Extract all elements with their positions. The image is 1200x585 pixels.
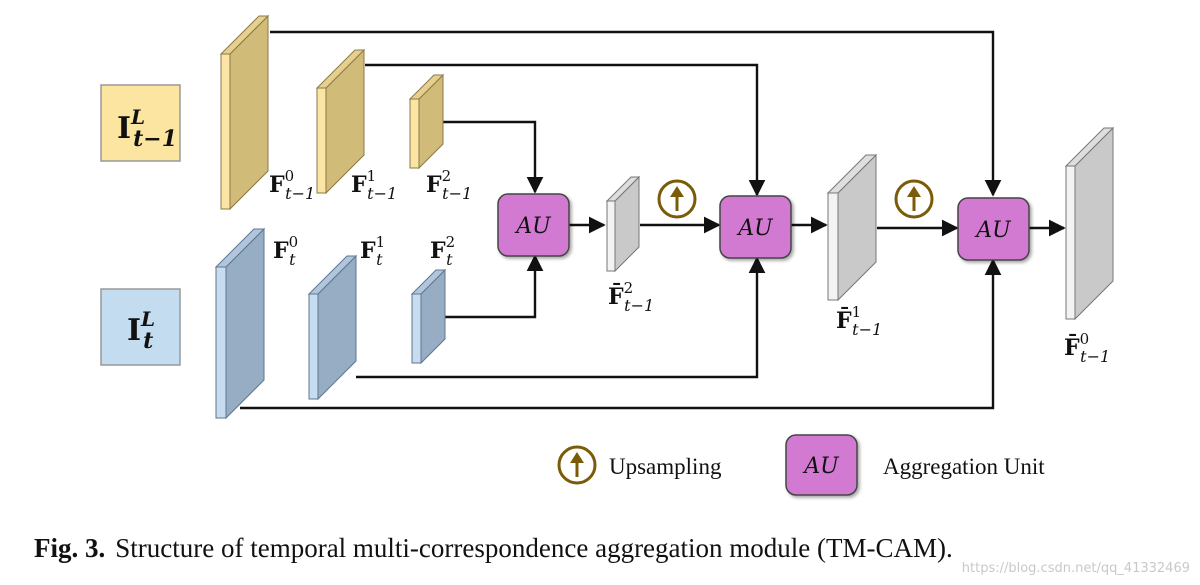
svg-text:AU: AU: [974, 218, 1012, 243]
legend-aggregation-unit-label: Aggregation Unit: [883, 454, 1045, 479]
prev-feature-f0-block: [219, 14, 270, 211]
connections: [240, 30, 1066, 410]
svg-text:AU: AU: [736, 216, 774, 241]
legend-upsampling-icon: [557, 445, 597, 485]
curr-frame-box: [100, 288, 181, 366]
svg-text:AU: AU: [514, 214, 552, 239]
prev-feature-f2-block: [408, 73, 445, 170]
upsampling-icon: [894, 179, 934, 219]
curr-feature-f1-block: [307, 254, 358, 401]
agg-feature-f2-block: [605, 175, 641, 273]
curr-feature-f2-block: [410, 268, 447, 365]
line-curr-f1: [356, 256, 766, 379]
aggregation-unit-3: AU: [957, 197, 1030, 261]
aggregation-unit-2: AU: [719, 195, 792, 259]
line-curr-f2: [445, 254, 544, 319]
prev-feature-f1-block: [315, 48, 366, 195]
watermark: https://blog.csdn.net/qq_41332469: [962, 561, 1190, 576]
upsampling-icon: [657, 179, 697, 219]
skip-line-prev-f0: [270, 30, 1002, 197]
svg-text:AU: AU: [802, 454, 840, 479]
agg-feature-f1-block: [826, 153, 878, 302]
skip-line-prev-f1: [365, 63, 766, 197]
prev-frame-box: [100, 84, 181, 162]
legend-upsampling-label: Upsampling: [609, 454, 722, 479]
aggregation-unit-1: AU: [497, 193, 570, 257]
line-prev-f2: [443, 120, 544, 194]
line-curr-f0: [240, 258, 1002, 410]
legend-au-box: AU: [785, 434, 858, 496]
legend: Upsampling AU Aggregation Unit: [557, 434, 1045, 496]
curr-feature-f0-block: [214, 227, 266, 420]
agg-feature-f0-block: [1064, 126, 1115, 321]
figure-caption: Fig. 3.Structure of temporal multi-corre…: [34, 533, 953, 563]
